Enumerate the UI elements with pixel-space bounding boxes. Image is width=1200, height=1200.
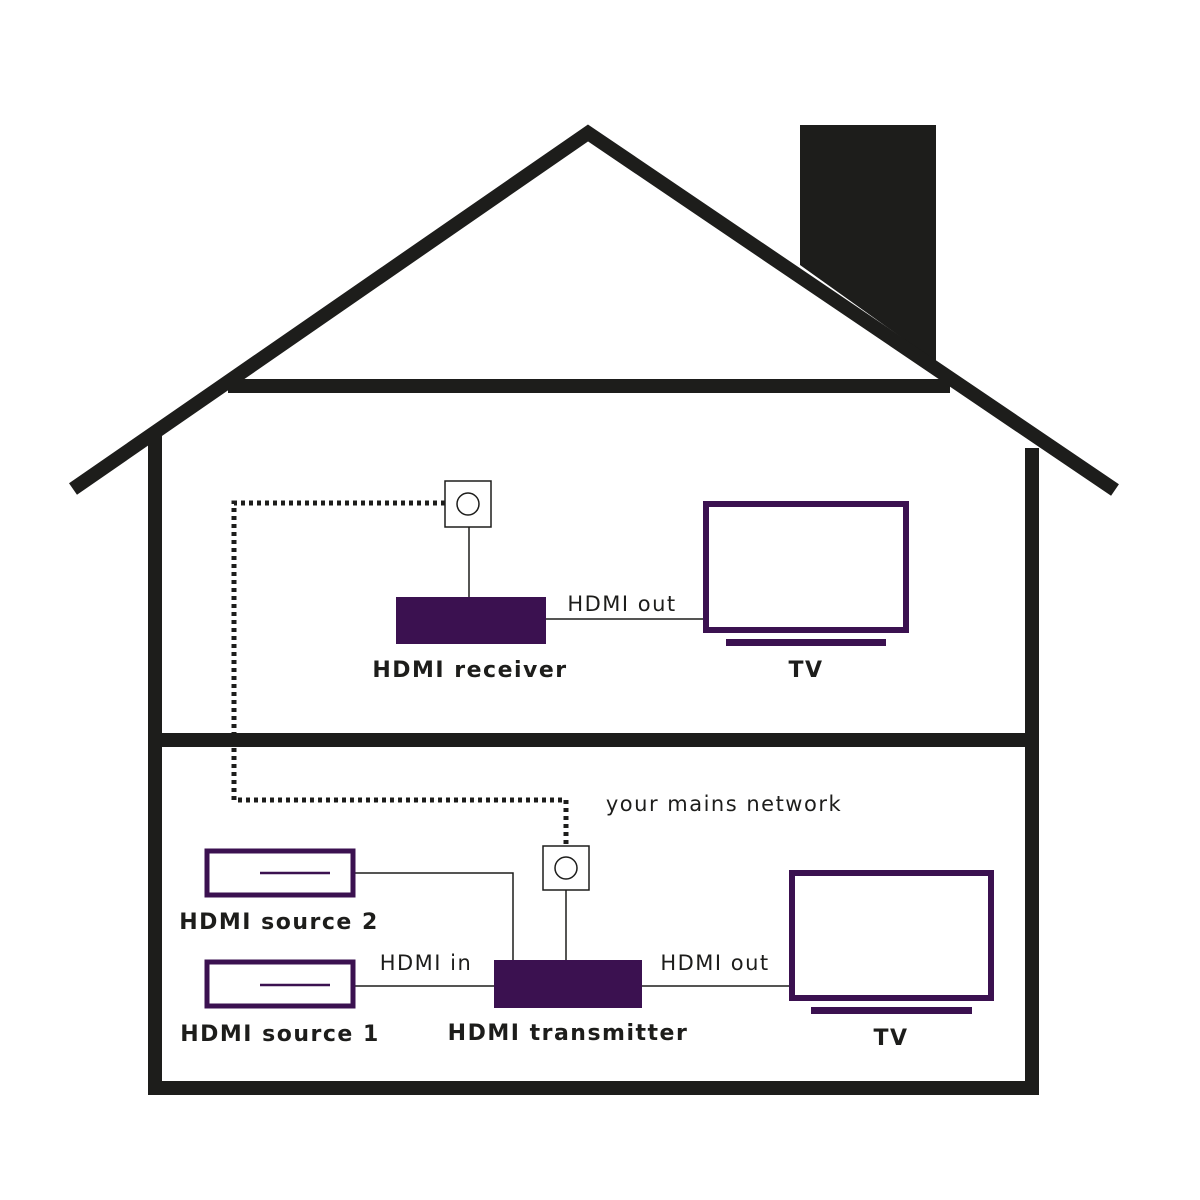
socket-hole-icon [456,492,480,516]
dotted-network-line [231,500,569,845]
tv-icon [789,870,994,1001]
hdmi-in-label: HDMI in [380,951,473,975]
upstairs-tv [703,501,909,646]
hdmi-source-2-label: HDMI source 2 [179,910,379,935]
hdmi-transmitter-label: HDMI transmitter [448,1021,689,1046]
downstairs-tv [789,870,994,1014]
cable-source2-transmitter [353,872,514,960]
downstairs-hdmi-out-label: HDMI out [660,951,769,975]
mains-network-wiring [231,500,569,845]
hdmi-source-2-device [204,848,356,898]
downstairs-tv-label: TV [873,1026,908,1051]
upstairs-hdmi-out-label: HDMI out [567,592,676,616]
set-top-box-icon [204,848,356,898]
hdmi-receiver-label: HDMI receiver [372,658,567,683]
upstairs-power-socket [444,480,492,528]
power-socket-icon [542,845,590,891]
socket-hole-icon [554,856,578,880]
upstairs-tv-label: TV [788,658,823,683]
power-socket-icon [444,480,492,528]
labels: HDMI receiver HDMI out TV your mains net… [179,592,908,1051]
cables [353,516,790,987]
house-outline [69,124,1119,1095]
hdmi-receiver-device [396,597,546,644]
mains-network-label: your mains network [606,792,842,816]
downstairs-power-socket [542,845,590,891]
tv-stand [726,639,886,646]
tv-icon [703,501,909,633]
chimney [800,125,936,362]
tv-stand [811,1007,972,1014]
hdmi-transmitter-device [494,960,642,1008]
hdmi-source-1-device [204,959,356,1009]
set-top-box-icon [204,959,356,1009]
roof [69,124,1119,496]
hdmi-source-1-label: HDMI source 1 [180,1022,380,1047]
